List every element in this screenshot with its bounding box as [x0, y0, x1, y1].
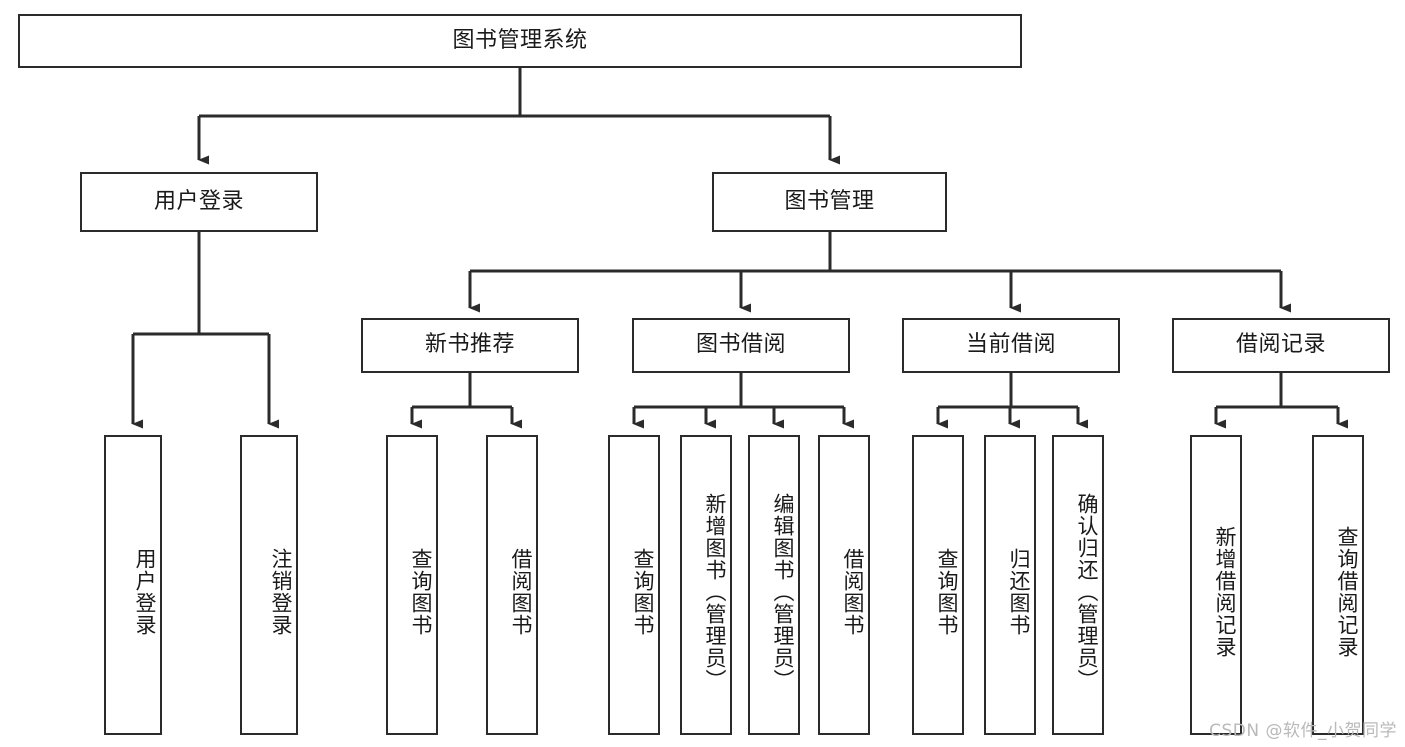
node-current-borrow[interactable]: 当前借阅 — [902, 318, 1120, 373]
node-leaf-user-logout[interactable]: 注销登录 — [240, 435, 298, 735]
node-book-manage[interactable]: 图书管理 — [712, 172, 947, 232]
node-leaf-query-record-label: 查询借阅记录 — [1335, 526, 1359, 658]
node-root[interactable]: 图书管理系统 — [18, 14, 1022, 68]
node-leaf-edit-book-label: 编辑图书（管理员） — [771, 493, 795, 691]
node-borrow-record[interactable]: 借阅记录 — [1172, 318, 1390, 373]
node-leaf-user-login[interactable]: 用户登录 — [104, 435, 162, 735]
node-root-label: 图书管理系统 — [452, 27, 588, 53]
node-current-borrow-label: 当前借阅 — [965, 332, 1056, 358]
node-leaf-query-book-3[interactable]: 查询图书 — [912, 435, 964, 735]
node-user-login-label: 用户登录 — [153, 188, 244, 214]
node-leaf-query-book-1[interactable]: 查询图书 — [386, 435, 438, 735]
node-new-book-rec-label: 新书推荐 — [424, 332, 515, 358]
node-leaf-user-logout-label: 注销登录 — [269, 548, 293, 636]
node-leaf-confirm-return[interactable]: 确认归还（管理员） — [1052, 435, 1104, 735]
node-leaf-borrow-book-1-label: 借阅图书 — [509, 548, 533, 636]
node-leaf-query-book-3-label: 查询图书 — [935, 548, 959, 636]
node-book-manage-label: 图书管理 — [784, 188, 875, 214]
node-leaf-user-login-label: 用户登录 — [133, 548, 157, 636]
node-new-book-rec[interactable]: 新书推荐 — [361, 318, 579, 373]
node-leaf-query-record[interactable]: 查询借阅记录 — [1312, 435, 1364, 735]
node-leaf-borrow-book-1[interactable]: 借阅图书 — [486, 435, 538, 735]
node-leaf-add-book-label: 新增图书（管理员） — [703, 493, 727, 691]
node-leaf-add-record-label: 新增借阅记录 — [1213, 526, 1237, 658]
node-user-login[interactable]: 用户登录 — [80, 172, 318, 232]
node-leaf-query-book-1-label: 查询图书 — [409, 548, 433, 636]
node-leaf-edit-book[interactable]: 编辑图书（管理员） — [748, 435, 800, 735]
node-book-borrow-label: 图书借阅 — [695, 332, 786, 358]
node-leaf-borrow-book-2-label: 借阅图书 — [841, 548, 865, 636]
node-leaf-query-book-2-label: 查询图书 — [631, 548, 655, 636]
node-leaf-return-book-label: 归还图书 — [1007, 548, 1031, 636]
node-leaf-borrow-book-2[interactable]: 借阅图书 — [818, 435, 870, 735]
node-leaf-add-book[interactable]: 新增图书（管理员） — [680, 435, 732, 735]
node-book-borrow[interactable]: 图书借阅 — [632, 318, 850, 373]
node-borrow-record-label: 借阅记录 — [1235, 332, 1326, 358]
node-leaf-confirm-return-label: 确认归还（管理员） — [1075, 493, 1099, 691]
node-leaf-return-book[interactable]: 归还图书 — [984, 435, 1036, 735]
node-leaf-query-book-2[interactable]: 查询图书 — [608, 435, 660, 735]
node-leaf-add-record[interactable]: 新增借阅记录 — [1190, 435, 1242, 735]
